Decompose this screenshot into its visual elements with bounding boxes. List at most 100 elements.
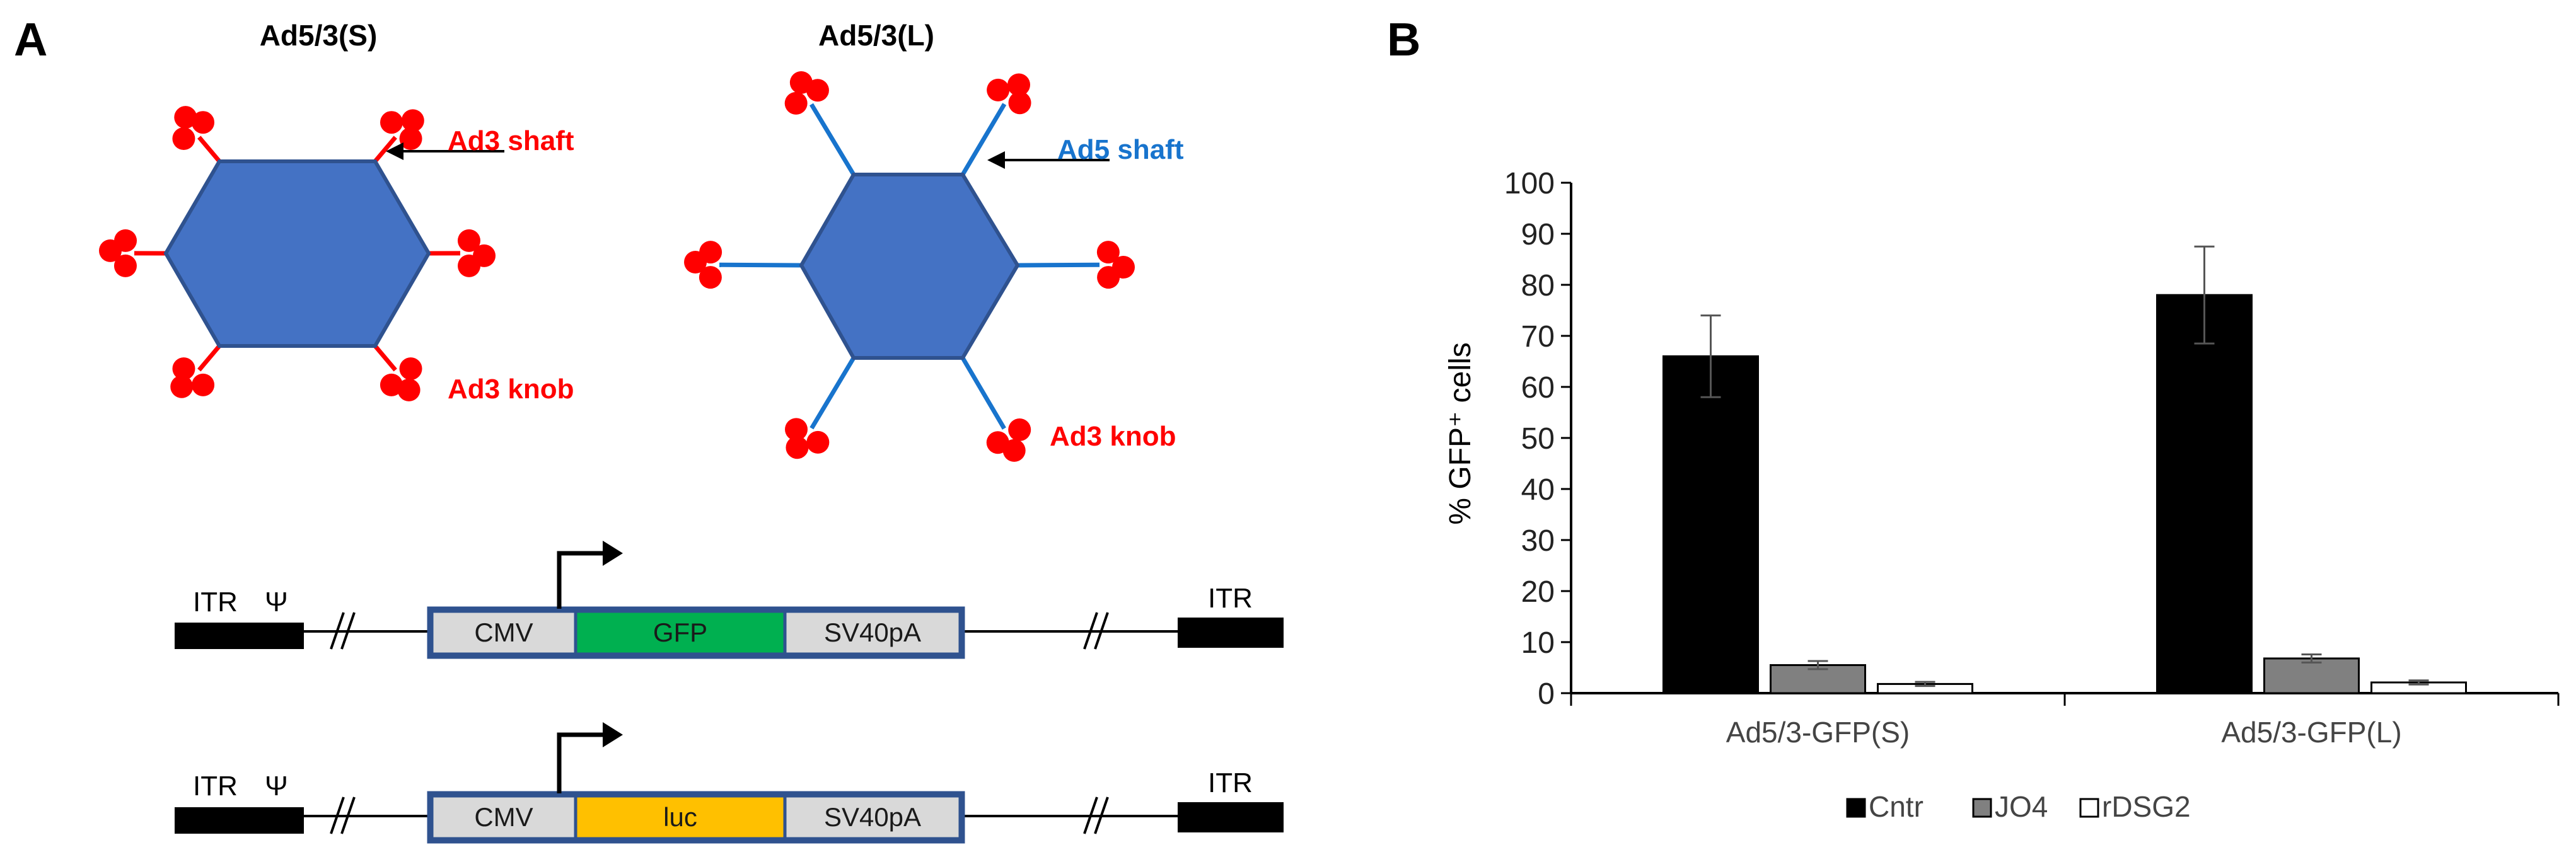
virus-l-fibers — [684, 71, 1135, 462]
psi-label: Ψ — [265, 771, 288, 802]
bar-jo4-2 — [2263, 657, 2360, 694]
fiber-shaft-top-right — [373, 135, 397, 163]
luc-gene-label: luc — [663, 802, 697, 832]
y-tick-label: 90 — [1521, 218, 1555, 251]
break-mark-left — [330, 797, 356, 834]
knob-bottom-right-0 — [380, 373, 403, 396]
y-tick-label: 80 — [1521, 269, 1555, 302]
panel-a-letter: A — [14, 13, 47, 66]
knob-right-2 — [473, 244, 496, 267]
knob-top-right-2 — [401, 109, 424, 132]
knob-top-right-1 — [380, 111, 403, 134]
legend: Cntr JO4 rDSG2 — [1846, 790, 2191, 823]
itr-right-box — [1178, 802, 1284, 832]
itr-right-label: ITR — [1208, 768, 1253, 798]
bars — [1662, 245, 2467, 694]
break-mark-right — [1083, 612, 1109, 650]
knob-left-1 — [699, 266, 722, 289]
virus-s-capsid — [163, 159, 431, 348]
knob-top-right-1 — [987, 78, 1010, 101]
virus-s-fibers — [99, 106, 496, 401]
knob-bottom-left-2 — [170, 375, 194, 398]
construct-luc: ITR Ψ CMV luc SV40pA ITR — [175, 722, 1284, 844]
knob-right-1 — [1096, 241, 1120, 264]
knob-top-left-0 — [192, 111, 215, 134]
knob-top-left-1 — [784, 91, 808, 115]
knob-left-1 — [113, 254, 137, 277]
construct-gfp: ITR Ψ CMV GFP SV40pA ITR — [175, 541, 1284, 659]
y-tick-label: 60 — [1521, 371, 1555, 405]
x-category-label: Ad5/3-GFP(S) — [1726, 716, 1910, 749]
psi-label: Ψ — [265, 587, 288, 618]
knob-top-right-2 — [1007, 73, 1031, 96]
y-tick-label: 0 — [1538, 677, 1555, 711]
y-tick-label: 30 — [1521, 524, 1555, 558]
legend-label-cntr: Cntr — [1869, 790, 1923, 823]
knob-left-2 — [684, 251, 707, 274]
cassette-frame — [427, 606, 965, 659]
knob-top-left-2 — [789, 71, 813, 94]
itr-right-label: ITR — [1208, 583, 1253, 614]
knob-bottom-left-1 — [806, 430, 830, 454]
knob-right-1 — [457, 229, 480, 252]
knob-top-right-0 — [399, 127, 422, 150]
fiber-shaft-bottom-right — [960, 357, 1006, 430]
gfp-gene-label: GFP — [653, 618, 707, 647]
virus-l-knob-label: Ad3 knob — [1050, 421, 1176, 452]
fiber-shaft-bottom-left — [809, 357, 856, 430]
fiber-shaft-bottom-right — [373, 344, 397, 372]
virus-l-diagram: Ad5/3(L) Ad5 shaft Ad3 knob — [684, 19, 1184, 462]
fiber-shaft-top-left — [809, 103, 856, 176]
itr-right-box — [1178, 618, 1284, 648]
legend-swatch-rdsg2 — [2079, 798, 2099, 818]
x-axis: Ad5/3-GFP(S)Ad5/3-GFP(L) — [1570, 692, 2560, 749]
y-tick-label: 40 — [1521, 473, 1555, 507]
knob-bottom-right-2 — [397, 378, 421, 401]
y-tick-label: 100 — [1504, 167, 1555, 200]
y-tick-label: 70 — [1521, 320, 1555, 354]
knob-top-left-2 — [174, 106, 197, 129]
cassette-frame — [427, 791, 965, 844]
promoter-arrow — [557, 551, 605, 609]
y-tick-label: 10 — [1521, 626, 1555, 660]
knob-bottom-left-0 — [785, 418, 808, 441]
virus-s-shaft-label: Ad3 shaft — [448, 125, 574, 156]
shaft-arrow-s-head — [386, 142, 403, 160]
virus-s-title: Ad5/3(S) — [260, 19, 378, 52]
y-axis-title: % GFP⁺ cells — [1444, 342, 1477, 524]
knob-bottom-left-0 — [172, 357, 195, 381]
bar-cntr-1 — [1662, 355, 1759, 694]
sv40pa-label: SV40pA — [824, 618, 921, 647]
virus-s-diagram: Ad5/3(S) Ad3 shaft Ad3 knob — [99, 19, 574, 405]
bar-cntr-2 — [2156, 294, 2253, 694]
legend-swatch-cntr — [1846, 798, 1866, 818]
fiber-shaft-top-left — [197, 135, 221, 163]
legend-swatch-jo4 — [1972, 798, 1992, 818]
itr-left-box — [175, 623, 304, 649]
break-mark-left — [330, 612, 356, 650]
sv40pa-box — [783, 794, 962, 841]
fiber-shaft-top-right — [960, 103, 1007, 176]
knob-top-right-0 — [1008, 91, 1031, 115]
legend-label-rdsg2: rDSG2 — [2102, 790, 2191, 823]
cmv-box — [430, 609, 577, 656]
sv40pa-label: SV40pA — [824, 802, 921, 832]
sv40pa-box — [783, 609, 962, 656]
virus-s-knob-label: Ad3 knob — [448, 374, 574, 405]
promoter-arrow — [557, 732, 605, 793]
shaft-arrow-l-head — [987, 151, 1005, 169]
knob-top-left-1 — [172, 127, 195, 150]
fiber-shaft-bottom-left — [197, 344, 221, 372]
legend-label-jo4: JO4 — [1995, 790, 2048, 823]
promoter-arrow-head — [603, 541, 623, 566]
virus-l-capsid — [799, 173, 1020, 360]
cmv-label: CMV — [474, 618, 533, 647]
y-tick-label: 20 — [1521, 575, 1555, 609]
knob-bottom-left-2 — [786, 436, 809, 459]
gfp-gene-box — [574, 609, 787, 656]
break-mark-right — [1083, 797, 1109, 834]
knob-right-2 — [1112, 256, 1135, 279]
knob-bottom-right-1 — [399, 357, 422, 381]
